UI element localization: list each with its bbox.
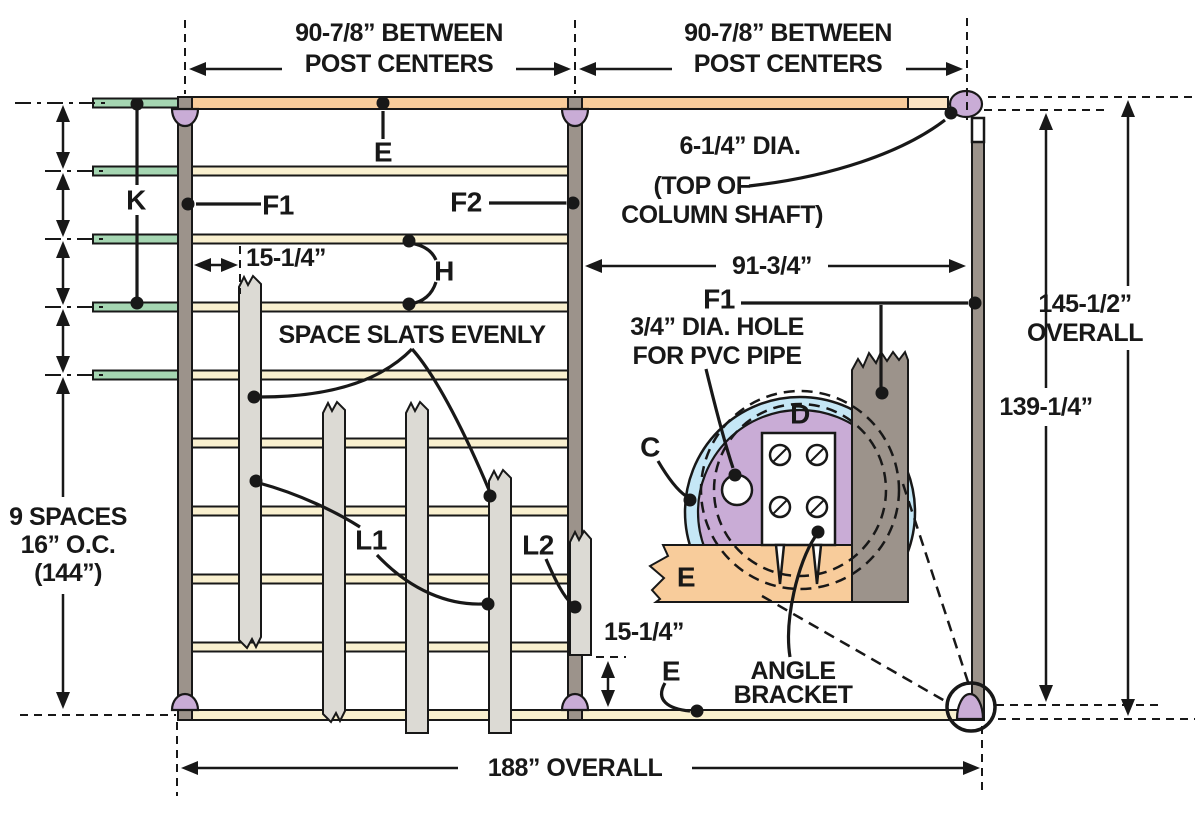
vertical-slats — [238, 274, 592, 734]
dim-slat-offset-bottom: 15-1/4” — [604, 618, 684, 646]
callout-column-dia-line2: (TOP OF — [654, 172, 751, 200]
callout-column-dia-line1: 6-1/4” DIA. — [680, 132, 801, 160]
slat-4 — [488, 468, 512, 734]
callout-pvc-line2: FOR PVC PIPE — [632, 342, 801, 370]
label-l2: L2 — [522, 530, 554, 561]
detail-frame-board — [851, 349, 909, 603]
label-l1: L1 — [355, 525, 387, 556]
dimension-linework — [15, 18, 1195, 796]
column-caps — [170, 107, 590, 712]
label-d: D — [790, 399, 810, 430]
top-beam — [177, 96, 949, 110]
label-f1: F1 — [262, 190, 294, 221]
right-frame-board — [971, 117, 985, 721]
slat-1 — [238, 274, 262, 650]
callout-leaders — [130, 96, 982, 718]
slat-2 — [322, 400, 346, 724]
dim-left-span-line1: 90-7/8” BETWEEN — [295, 19, 503, 47]
column-detail-view — [648, 349, 997, 733]
dim-overall-height-line2: OVERALL — [1027, 319, 1143, 347]
label-e-detail: E — [677, 562, 695, 593]
callout-angle-line2: BRACKET — [734, 681, 853, 709]
slat-3 — [405, 400, 429, 734]
dim-column-height: 139-1/4” — [999, 393, 1092, 421]
bracket-screws — [768, 443, 829, 519]
label-f1-right: F1 — [703, 284, 735, 315]
right-frame-board-cap — [970, 116, 986, 144]
callout-pvc-line1: 3/4” DIA. HOLE — [630, 313, 804, 341]
detail-bubble-outer — [699, 389, 901, 591]
detail-reference-circle — [945, 681, 997, 733]
dim-overall-height-line1: 145-1/2” — [1038, 290, 1131, 318]
callout-column-dia-line3: COLUMN SHAFT) — [621, 201, 823, 229]
left-post — [177, 96, 193, 721]
callout-angle-line1: ANGLE — [751, 657, 836, 685]
dim-spaces-line3: (144”) — [34, 559, 102, 587]
bracket-prongs — [774, 543, 823, 585]
dim-spaces-line2: 16” O.C. — [21, 531, 116, 559]
dim-slat-offset-top: 15-1/4” — [246, 244, 326, 272]
dim-right-span-line1: 90-7/8” BETWEEN — [684, 19, 892, 47]
text-labels: 90-7/8” BETWEEN POST CENTERS 90-7/8” BET… — [9, 19, 1144, 782]
label-c: C — [640, 432, 660, 463]
label-k: K — [126, 185, 146, 216]
top-beam-end — [907, 96, 949, 110]
detail-bubble-inner — [712, 402, 888, 578]
label-f2: F2 — [450, 187, 482, 218]
dim-overall-width: 188” OVERALL — [488, 754, 663, 782]
label-e-bottom: E — [662, 656, 680, 687]
right-column-base — [955, 692, 985, 721]
dim-left-span-line2: POST CENTERS — [305, 50, 493, 78]
label-h: H — [434, 256, 454, 287]
dim-mid-span: 91-3/4” — [732, 252, 812, 280]
slat-5 — [569, 529, 592, 656]
label-e-top: E — [374, 137, 392, 168]
dim-spaces-line1: 9 SPACES — [9, 503, 127, 531]
dim-right-span-line2: POST CENTERS — [694, 50, 882, 78]
note-space-slats: SPACE SLATS EVENLY — [279, 321, 547, 349]
